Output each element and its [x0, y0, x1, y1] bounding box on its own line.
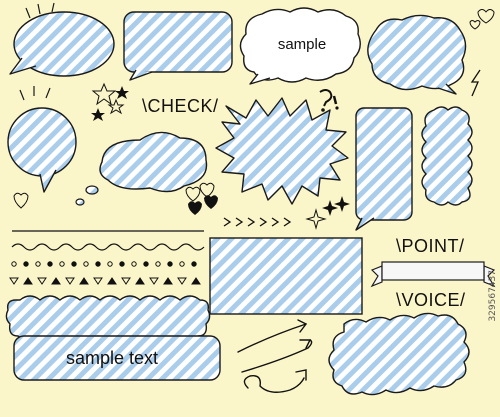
voice-label: \VOICE/ — [396, 290, 466, 310]
rectangle-speech-bubble — [123, 11, 233, 81]
oval-speech-bubble — [9, 2, 115, 77]
heart-icon — [185, 182, 218, 215]
scalloped-tall-bubble — [421, 106, 473, 206]
tall-rectangle-bubble — [355, 107, 413, 231]
sample-text-box — [13, 335, 221, 381]
bubble-sample-text: sample — [278, 36, 326, 53]
rectangle-box — [209, 237, 363, 315]
star-icon — [91, 82, 129, 121]
dotted-divider-line — [11, 261, 197, 267]
exclamation-mark — [319, 89, 339, 112]
arrow-icon — [237, 319, 313, 393]
heart-icon — [469, 9, 495, 30]
wavy-divider-line — [11, 243, 205, 251]
thought-bubble — [75, 131, 208, 206]
heart-icon — [13, 192, 29, 209]
wavy-speech-bubble — [367, 14, 467, 95]
cloud-bubble-sample: sample — [239, 7, 361, 85]
round-speech-bubble — [7, 86, 77, 193]
triangle-divider-line — [9, 277, 201, 285]
spiky-shout-bubble — [215, 97, 349, 205]
ribbon-banner — [370, 261, 496, 288]
sparkle-icon — [305, 196, 350, 230]
scalloped-wide-box — [5, 295, 211, 341]
check-label: \CHECK/ — [142, 96, 219, 116]
cloud-box — [328, 312, 470, 396]
sample-text-label: sample text — [66, 348, 158, 368]
lightning-icon — [470, 69, 481, 97]
chevron-arrow-row — [223, 217, 292, 227]
stock-id: 329567437 — [488, 270, 498, 322]
point-label: \POINT/ — [396, 236, 465, 256]
